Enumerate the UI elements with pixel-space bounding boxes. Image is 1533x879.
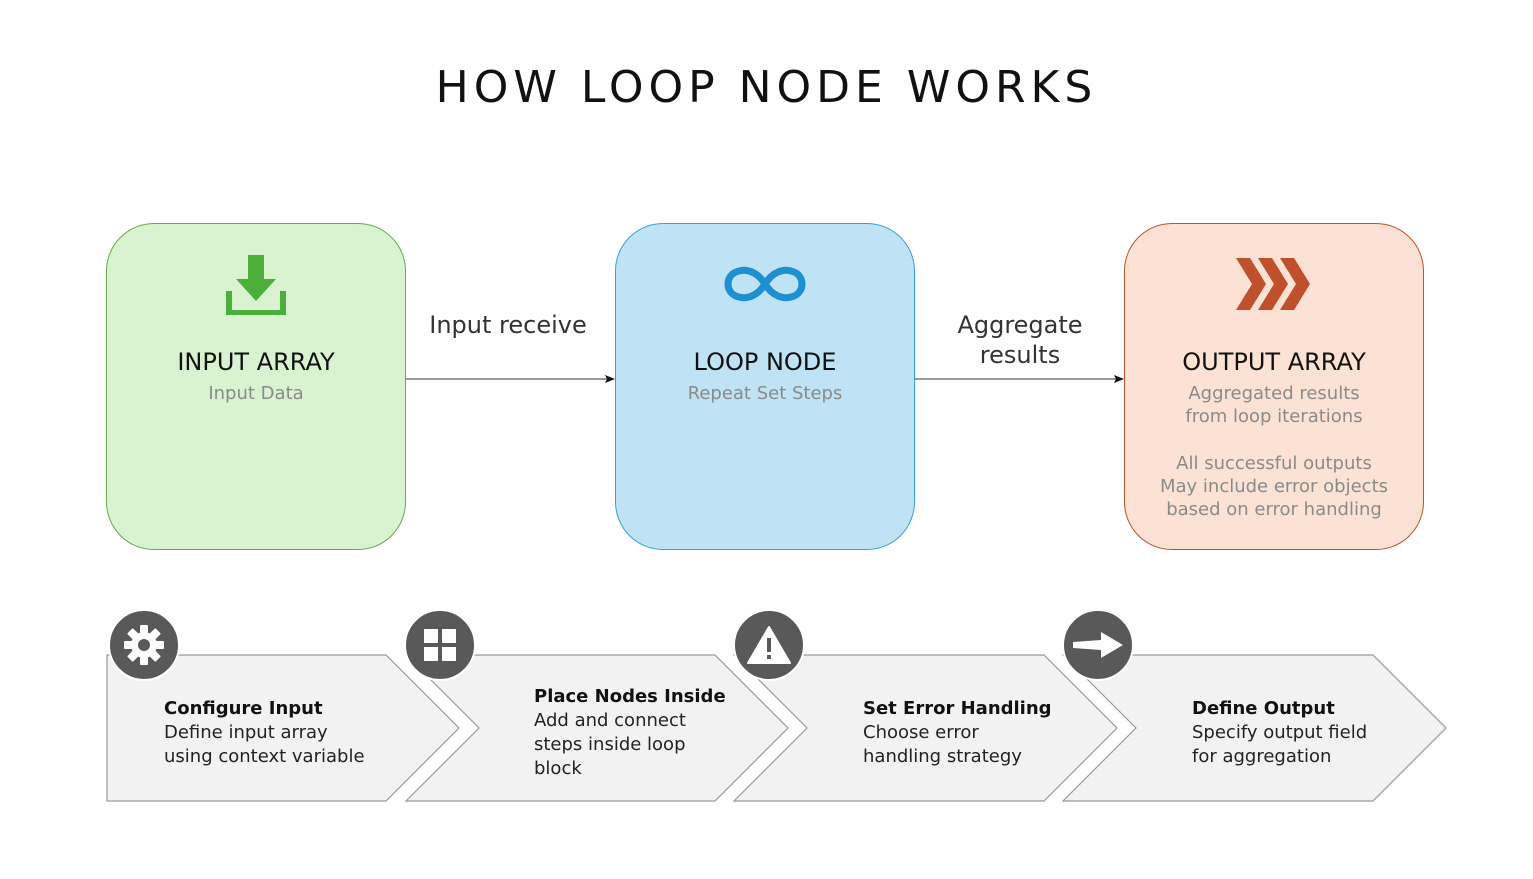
output-array-subtitle: Aggregated results from loop iterations … (1125, 382, 1423, 521)
output-array-box: OUTPUT ARRAY Aggregated results from loo… (1124, 223, 1424, 550)
output-array-title: OUTPUT ARRAY (1182, 348, 1366, 376)
step-configure-input: Configure Input Define input array using… (164, 697, 384, 769)
step-1-line-2: using context variable (164, 746, 365, 767)
connector-label-aggregate-line-2: results (979, 341, 1061, 369)
connector-label-input-receive-text: Input receive (429, 311, 587, 339)
step-3-title: Set Error Handling (863, 698, 1052, 719)
step-4-title: Define Output (1192, 698, 1335, 719)
step-chevron-4 (1061, 654, 1447, 802)
download-icon (107, 252, 405, 316)
loop-node-box: LOOP NODE Repeat Set Steps (615, 223, 915, 550)
gear-icon (108, 609, 180, 681)
step-1-title: Configure Input (164, 698, 323, 719)
window-grid-icon (404, 609, 476, 681)
step-1-line-1: Define input array (164, 722, 328, 743)
output-subtitle-line-1: Aggregated results (1188, 383, 1360, 404)
infinity-icon (616, 252, 914, 316)
step-2-title: Place Nodes Inside (534, 686, 726, 707)
input-array-title: INPUT ARRAY (177, 348, 335, 376)
connector-label-input-receive: Input receive (418, 310, 598, 340)
step-2-line-1: Add and connect (534, 710, 686, 731)
loop-node-title: LOOP NODE (693, 348, 837, 376)
step-4-line-1: Specify output field (1192, 722, 1368, 743)
step-2-line-2: steps inside loop (534, 734, 686, 755)
step-2-line-3: block (534, 758, 582, 779)
connector-label-aggregate-line-1: Aggregate (957, 311, 1083, 339)
page-title: HOW LOOP NODE WORKS (435, 62, 1098, 113)
step-3-line-2: handling strategy (863, 746, 1022, 767)
step-define-output: Define Output Specify output field for a… (1192, 697, 1412, 769)
input-array-subtitle-text: Input Data (208, 383, 304, 404)
input-array-subtitle: Input Data (107, 382, 405, 405)
step-chevron-1 (106, 654, 460, 802)
output-subtitle-line-2: from loop iterations (1185, 406, 1363, 427)
output-note-line-2: May include error objects (1159, 476, 1388, 497)
step-3-line-1: Choose error (863, 722, 979, 743)
step-set-error-handling: Set Error Handling Choose error handling… (863, 697, 1083, 769)
loop-node-subtitle: Repeat Set Steps (616, 382, 914, 405)
step-4-line-2: for aggregation (1192, 746, 1332, 767)
step-chevron-3 (732, 654, 1118, 802)
loop-node-subtitle-text: Repeat Set Steps (687, 383, 843, 404)
warning-triangle-icon (733, 609, 805, 681)
step-place-nodes-inside: Place Nodes Inside Add and connect steps… (534, 685, 754, 781)
step-chevron-2 (404, 654, 789, 802)
triple-chevron-icon (1125, 252, 1423, 316)
arrow-right-icon (1062, 609, 1134, 681)
connector-label-aggregate-results: Aggregate results (930, 310, 1110, 370)
input-array-box: INPUT ARRAY Input Data (106, 223, 406, 550)
output-note-line-1: All successful outputs (1176, 453, 1372, 474)
output-note-line-3: based on error handling (1166, 499, 1382, 520)
